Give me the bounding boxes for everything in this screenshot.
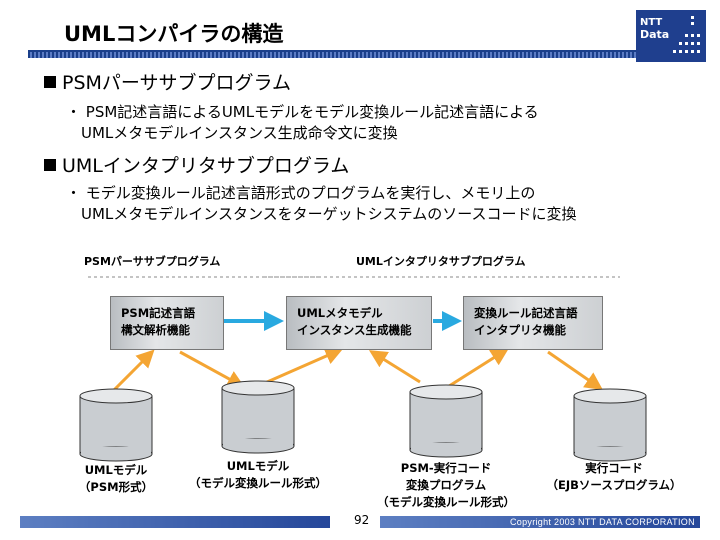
copyright-text: Copyright 2003 NTT DATA CORPORATION [510, 517, 695, 527]
data-store-cylinder-1 [79, 388, 153, 462]
section-body-psm: ・ PSM記述言語によるUMLモデルをモデル変換ルール記述言語による UMLメタ… [66, 103, 539, 142]
logo-line2: Data [640, 28, 669, 41]
store-label-exec-code: 実行コード （EJBソースプログラム） [546, 461, 682, 492]
group-label-uml-interpreter: UMLインタプリタサブプログラム [356, 255, 526, 268]
data-store-cylinder-3 [409, 384, 483, 458]
psm-parser-box: PSM記述言語 構文解析機能 [110, 296, 224, 350]
store-label-uml-psm: UMLモデル （PSM形式） [78, 463, 154, 494]
instance-generator-box: UMLメタモデル インスタンス生成機能 [286, 296, 432, 350]
data-store-cylinder-2 [221, 380, 295, 454]
heading-text: PSMパーササブプログラム [62, 72, 291, 94]
section-body-uml: ・ モデル変換ルール記述言語形式のプログラムを実行し、メモリ上の UMLメタモデ… [66, 184, 577, 223]
footer-bar-right [380, 516, 700, 528]
heading-text: UMLインタプリタサブプログラム [62, 155, 350, 177]
store-label-uml-rule: UMLモデル （モデル変換ルール形式） [189, 459, 327, 490]
page-number: 92 [354, 513, 370, 527]
logo-line1: NTT [640, 17, 662, 28]
rule-interpreter-box: 変換ルール記述言語 インタプリタ機能 [463, 296, 603, 350]
store-label-psm-exec: PSM-実行コード 変換プログラム （モデル変換ルール形式） [377, 461, 515, 509]
data-store-cylinder-4 [573, 388, 647, 462]
footer-bar-left [20, 516, 330, 528]
company-logo: NTT Data [636, 10, 706, 62]
square-bullet-icon [44, 75, 56, 88]
section-heading-psm: PSMパーササブプログラム [44, 68, 291, 95]
group-label-psm-parser: PSMパーササブプログラム [84, 255, 221, 268]
title-divider [28, 50, 638, 58]
arrow-interpreter-to-store4 [547, 350, 603, 391]
arrow-instance-store3 [368, 350, 421, 384]
arrow-store1-to-parser [110, 349, 155, 394]
arrow-store3-to-interpreter [445, 348, 510, 390]
arrow-parser-to-store2 [179, 350, 246, 388]
section-heading-uml: UMLインタプリタサブプログラム [44, 151, 349, 178]
square-bullet-icon [44, 158, 56, 171]
slide-title: UMLコンパイラの構造 [64, 22, 284, 46]
arrow-store2-to-instance [257, 347, 344, 388]
